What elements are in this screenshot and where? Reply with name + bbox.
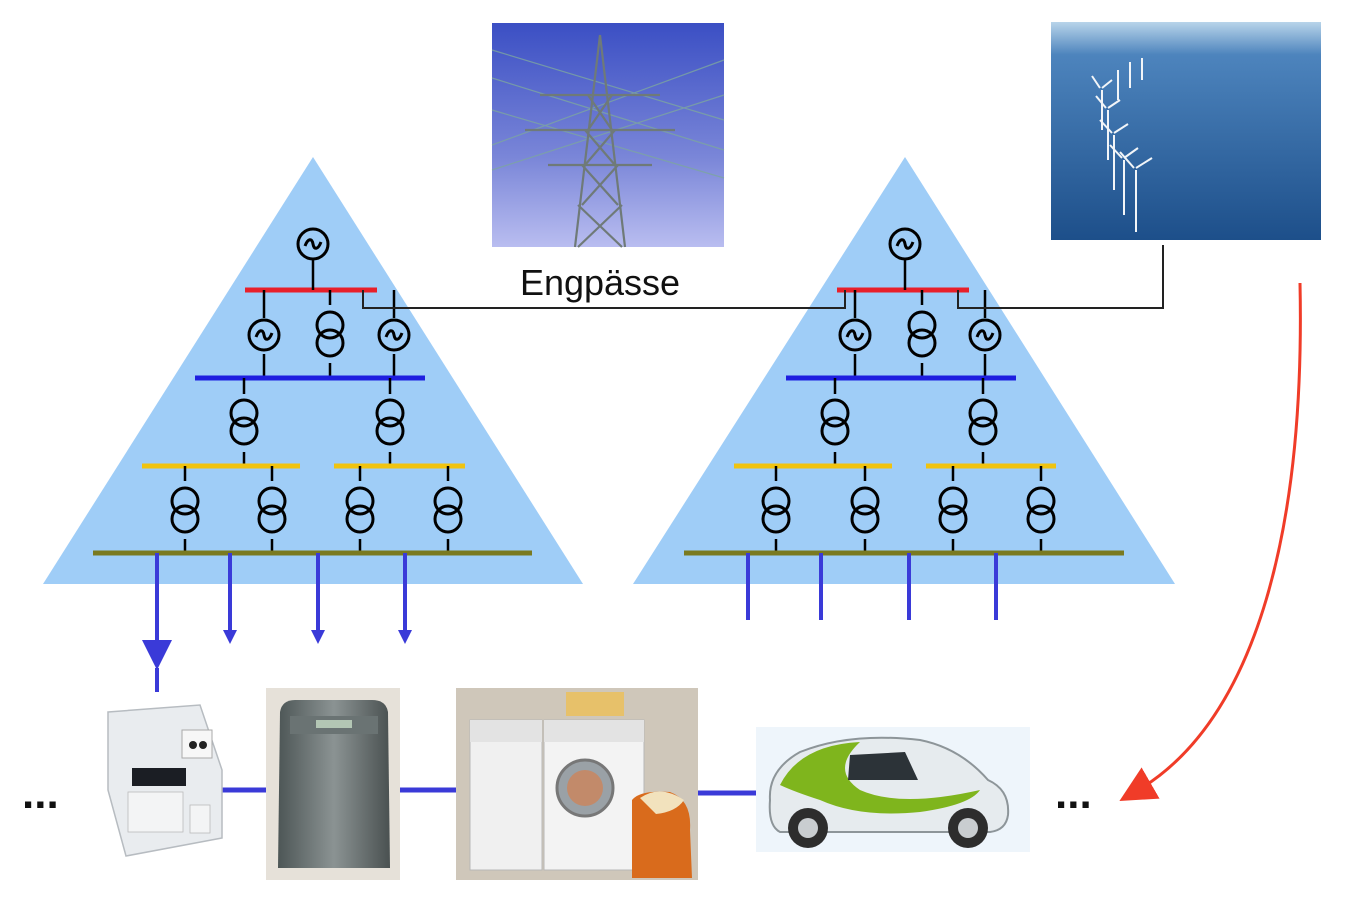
- left-grid-pyramid: [43, 157, 583, 692]
- washing-machine-photo: [456, 688, 698, 880]
- electricity-meter-icon: [107, 704, 223, 857]
- bottleneck-label: Engpässe: [520, 262, 680, 303]
- battery-cabinet-icon: [278, 700, 390, 868]
- electric-car-icon: [768, 736, 1010, 848]
- smart-meter-photo: [107, 704, 223, 857]
- right-grid-pyramid: [633, 157, 1175, 620]
- washing-machine-icon: [469, 719, 692, 878]
- wind-connection-line: [957, 245, 1164, 309]
- interconnection-line: [362, 290, 846, 309]
- right-feeder-lines: [746, 553, 998, 620]
- storage-unit-photo: [266, 688, 400, 880]
- forecast-arrow: [1119, 282, 1302, 802]
- power-pylon-icon: [525, 34, 675, 248]
- offshore-wind-photo: [1051, 22, 1321, 240]
- ellipsis-right: ...: [1055, 769, 1092, 818]
- right-triangle: [633, 157, 1175, 584]
- electric-car-photo: [756, 727, 1030, 852]
- ellipsis-left: ...: [22, 769, 59, 818]
- wind-turbine-icon: [1091, 58, 1153, 232]
- left-feeder-arrows: [142, 553, 412, 692]
- transmission-tower-photo: [491, 23, 725, 248]
